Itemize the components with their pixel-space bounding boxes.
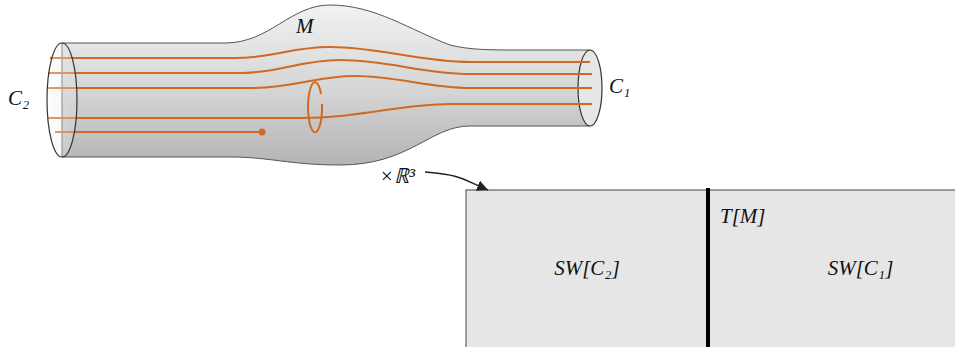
orange-line	[55, 131, 262, 133]
orange-line	[50, 47, 590, 62]
node-label: M	[296, 14, 314, 39]
tube-manifold: M	[45, 0, 615, 172]
boundary-label: C₂	[8, 86, 29, 111]
orange-line	[48, 104, 592, 118]
line-end-dot	[259, 129, 266, 136]
boundary-label: C₁	[609, 74, 630, 99]
tube-body	[62, 5, 590, 165]
orange-line	[48, 60, 592, 74]
tube-surface	[62, 5, 602, 165]
orange-loop	[308, 82, 322, 132]
node-label: T[M]	[720, 204, 766, 229]
left-region: SW[C₂]	[466, 190, 708, 347]
tube-end-left	[47, 43, 77, 157]
right-region: SW[C₁]	[766, 190, 955, 347]
wall-line	[706, 188, 710, 347]
node-label: SW[C₂]	[554, 256, 620, 281]
panel-ground	[466, 190, 955, 347]
theory-panel: T[M] SW[C₂] SW[C₁]	[466, 190, 955, 347]
mapping-arrow	[425, 172, 488, 190]
node-label: SW[C₁]	[828, 256, 894, 281]
flux-lines	[47, 47, 592, 132]
edge-label: ×ℝ³	[380, 164, 415, 189]
